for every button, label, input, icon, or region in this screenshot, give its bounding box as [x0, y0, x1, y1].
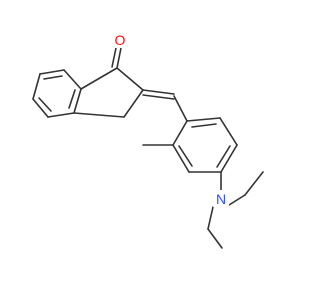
bond: [207, 228, 223, 249]
exocyclic-double-bond: [142, 89, 175, 100]
bond: [63, 69, 82, 90]
bond: [220, 144, 238, 173]
bond: [207, 206, 214, 230]
bond: [172, 120, 188, 146]
carbonyl-bond: [111, 47, 117, 68]
bond: [244, 171, 264, 196]
bond: [142, 94, 175, 100]
bond: [68, 89, 76, 109]
bond: [186, 117, 221, 122]
bond: [116, 67, 144, 91]
bond: [39, 69, 65, 75]
bond: [228, 194, 246, 206]
bond: [80, 67, 118, 90]
bond: [73, 88, 82, 114]
bond: [43, 75, 63, 80]
bond: [219, 117, 238, 146]
diethylamino-group: [207, 171, 264, 249]
bond: [142, 89, 175, 95]
bond: [173, 95, 188, 122]
indanone-benzene-ring: [32, 69, 82, 118]
bond: [38, 97, 52, 112]
carbonyl-bond: [116, 47, 122, 69]
bond: [172, 144, 190, 173]
bond: [47, 112, 75, 118]
nitrogen-atom-label: N: [216, 191, 226, 207]
bond: [216, 145, 231, 168]
molecule-diagram: O N: [32, 31, 264, 249]
bond: [123, 89, 144, 118]
bond: [32, 73, 41, 100]
indanone-cyclopentanone-ring: [73, 47, 144, 118]
oxygen-atom-label: O: [115, 32, 126, 48]
bond: [32, 98, 49, 118]
bond: [73, 112, 125, 118]
aryl-ring: [172, 95, 238, 173]
bond: [191, 123, 217, 128]
bond: [178, 145, 193, 167]
